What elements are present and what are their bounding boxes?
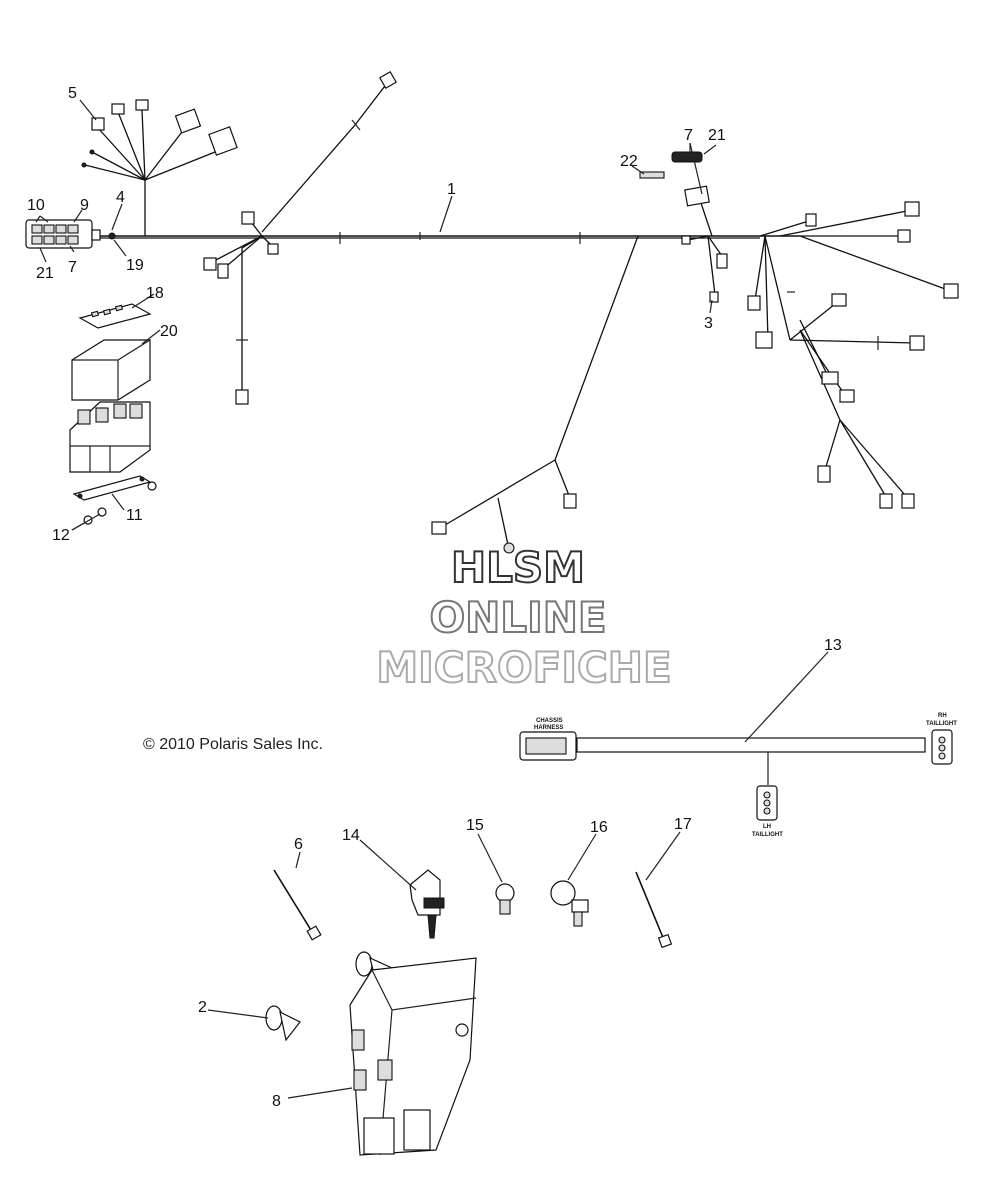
callout-20: 20: [160, 323, 178, 340]
callout-5: 5: [68, 85, 77, 102]
callout-numbers: 1 2 3 4 5 6 7 7 8 9 10 11 12 13 14 15 16…: [27, 85, 842, 1110]
callout-14: 14: [342, 827, 360, 844]
callout-7-top: 7: [684, 127, 693, 144]
callout-11: 11: [126, 507, 143, 524]
watermark-line-2: ONLINE: [429, 593, 606, 642]
harness-connectors: [81, 70, 959, 554]
loose-parts: [265, 869, 673, 1156]
fuse-box: [25, 219, 116, 249]
callout-7-left: 7: [68, 259, 77, 276]
callout-16: 16: [590, 819, 608, 836]
callout-10: 10: [27, 197, 45, 214]
callout-13: 13: [824, 637, 842, 654]
main-harness: [84, 81, 949, 546]
callout-21-top: 21: [708, 127, 726, 144]
rh-label-1: RH: [938, 713, 947, 719]
callout-18: 18: [146, 285, 164, 302]
watermark-line-1: HLSM: [451, 543, 585, 592]
callout-9: 9: [80, 197, 89, 214]
callout-12: 12: [52, 527, 70, 544]
callout-2: 2: [198, 999, 207, 1016]
lh-label-1: LH: [763, 824, 771, 830]
harness-labels: CHASSIS HARNESS RH TAILLIGHT LH TAILLIGH…: [534, 713, 957, 838]
lh-label-2: TAILLIGHT: [752, 832, 783, 838]
callout-8: 8: [272, 1093, 281, 1110]
chassis-label-1: CHASSIS: [536, 718, 563, 724]
chassis-label-2: HARNESS: [534, 725, 563, 731]
callout-3: 3: [704, 315, 713, 332]
relay-block-assembly: [69, 303, 157, 525]
callout-21-left: 21: [36, 265, 54, 282]
callout-1: 1: [447, 181, 456, 198]
callout-15: 15: [466, 817, 484, 834]
callout-22: 22: [620, 153, 638, 170]
rh-label-2: TAILLIGHT: [926, 721, 957, 727]
callout-17: 17: [674, 816, 692, 833]
copyright-notice: © 2010 Polaris Sales Inc.: [143, 736, 323, 753]
taillight-harness: [519, 729, 953, 821]
leader-lines: [35, 99, 829, 1099]
watermark: HLSM ONLINE MICROFICHE: [375, 542, 672, 693]
callout-4: 4: [116, 189, 125, 206]
watermark-line-3: MICROFICHE: [376, 643, 671, 692]
callout-6: 6: [294, 836, 303, 853]
callout-19: 19: [126, 257, 144, 274]
